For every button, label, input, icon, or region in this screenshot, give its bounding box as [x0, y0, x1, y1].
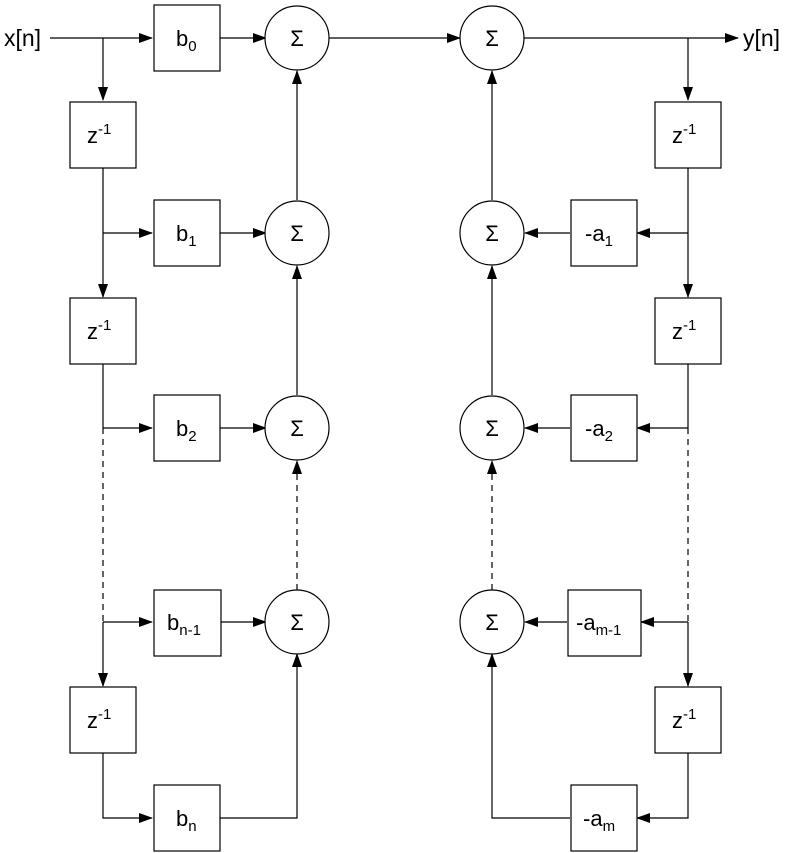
delay-block-right-2: z-1: [654, 297, 722, 365]
coeff-base: -a: [583, 806, 603, 831]
delay-block-left-2: z-1: [69, 297, 137, 365]
sum-junction-left-4: Σ: [264, 589, 330, 655]
delay-exponent: -1: [98, 121, 111, 138]
coeff-subscript: m: [603, 818, 616, 835]
sum-junction-right-4: Σ: [459, 589, 525, 655]
sum-junction-right-3: Σ: [459, 395, 525, 461]
coeff-subscript: n: [188, 818, 196, 835]
coeff-block-am: -am: [570, 784, 638, 852]
coeff-block-a2: -a2: [570, 394, 638, 462]
coeff-base: -a: [585, 416, 605, 441]
sum-junction-left-3: Σ: [264, 395, 330, 461]
coeff-block-a1: -a1: [570, 199, 638, 267]
sum-symbol: Σ: [485, 26, 499, 51]
sum-junction-right-1: Σ: [459, 5, 525, 71]
coeff-subscript: 2: [605, 428, 613, 445]
coeff-block-b1: b1: [153, 199, 221, 267]
sum-symbol: Σ: [290, 26, 304, 51]
delay-block-right-1: z-1: [654, 101, 722, 169]
delay-exponent: -1: [683, 706, 696, 723]
coeff-base: b: [176, 416, 188, 441]
delay-base: z: [87, 123, 98, 148]
sum-symbol: Σ: [485, 221, 499, 246]
svg-text:z-1: z-1: [87, 706, 111, 733]
coeff-base: b: [176, 806, 188, 831]
delay-block-left-1: z-1: [69, 101, 137, 169]
coeff-subscript: 0: [188, 38, 196, 55]
svg-text:z-1: z-1: [672, 706, 696, 733]
svg-text:-am-1: -am-1: [576, 610, 621, 639]
coeff-block-b2: b2: [153, 394, 221, 462]
svg-text:-a1: -a1: [585, 221, 613, 250]
coeff-subscript: n-1: [179, 622, 201, 639]
svg-text:z-1: z-1: [672, 121, 696, 148]
coeff-block-bn: bn: [153, 784, 221, 852]
svg-text:-am: -am: [583, 806, 615, 835]
svg-text:bn: bn: [176, 806, 197, 835]
delay-exponent: -1: [98, 317, 111, 334]
sum-symbol: Σ: [290, 610, 304, 635]
coeff-base: b: [167, 610, 179, 635]
sum-junction-left-1: Σ: [264, 5, 330, 71]
delay-base: z: [672, 123, 683, 148]
sum-symbol: Σ: [485, 610, 499, 635]
coeff-base: b: [176, 26, 188, 51]
sum-symbol: Σ: [290, 221, 304, 246]
coeff-subscript: 1: [188, 233, 196, 250]
sum-junction-left-2: Σ: [264, 200, 330, 266]
sum-symbol: Σ: [485, 416, 499, 441]
delay-exponent: -1: [98, 706, 111, 723]
svg-text:-a2: -a2: [585, 416, 613, 445]
delay-base: z: [87, 708, 98, 733]
coeff-block-b0: b0: [153, 4, 221, 72]
sum-junction-right-2: Σ: [459, 200, 525, 266]
delay-base: z: [87, 319, 98, 344]
signal-wires: [50, 33, 739, 823]
input-label: x[n]: [4, 25, 41, 51]
delay-block-right-3: z-1: [654, 686, 722, 754]
svg-text:b2: b2: [176, 416, 197, 445]
coeff-base: b: [176, 221, 188, 246]
svg-text:z-1: z-1: [87, 121, 111, 148]
delay-block-left-3: z-1: [69, 686, 137, 754]
coeff-base: -a: [576, 610, 596, 635]
coeff-block-a-m-minus-1: -am-1: [567, 589, 642, 657]
coeff-block-b-n-minus-1: bn-1: [153, 589, 222, 657]
delay-base: z: [672, 319, 683, 344]
delay-exponent: -1: [683, 317, 696, 334]
svg-text:b0: b0: [176, 26, 197, 55]
coeff-subscript: 1: [605, 233, 613, 250]
coeff-subscript: 2: [188, 428, 196, 445]
output-label: y[n]: [743, 25, 780, 51]
svg-text:bn-1: bn-1: [167, 610, 201, 639]
coeff-subscript: m-1: [596, 622, 622, 639]
svg-text:z-1: z-1: [672, 317, 696, 344]
svg-text:z-1: z-1: [87, 317, 111, 344]
sum-symbol: Σ: [290, 416, 304, 441]
svg-text:b1: b1: [176, 221, 197, 250]
coeff-base: -a: [585, 221, 605, 246]
delay-base: z: [672, 708, 683, 733]
delay-exponent: -1: [683, 121, 696, 138]
